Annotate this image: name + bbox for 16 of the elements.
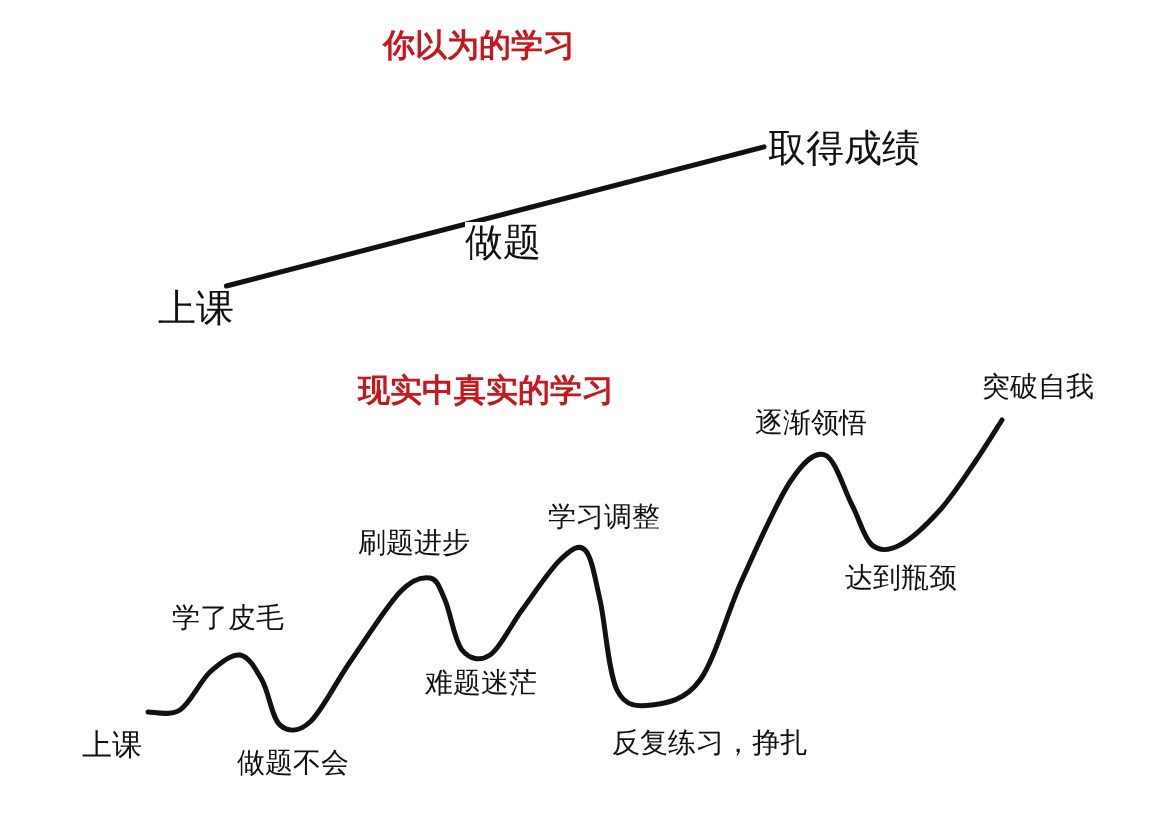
- stage-label: 上课: [82, 728, 142, 761]
- stage-label: 逐渐领悟: [755, 408, 867, 439]
- stage-label: 难题迷茫: [425, 668, 537, 699]
- stage-label: 刷题进步: [358, 528, 470, 559]
- stage-label: 突破自我: [982, 372, 1094, 403]
- stage-label: 做题不会: [237, 748, 349, 779]
- edge-label: 做题: [465, 222, 541, 264]
- section-heading: 你以为的学习: [383, 28, 575, 64]
- stage-label: 学习调整: [548, 502, 660, 533]
- stage-label: 取得成绩: [768, 128, 920, 170]
- line: [223, 144, 767, 289]
- stage-label: 学了皮毛: [172, 603, 284, 634]
- stage-label: 达到瓶颈: [845, 563, 957, 594]
- stage-label: 反复练习，挣扎: [612, 728, 808, 759]
- stage-label: 上课: [158, 288, 234, 330]
- section-heading: 现实中真实的学习: [358, 373, 614, 409]
